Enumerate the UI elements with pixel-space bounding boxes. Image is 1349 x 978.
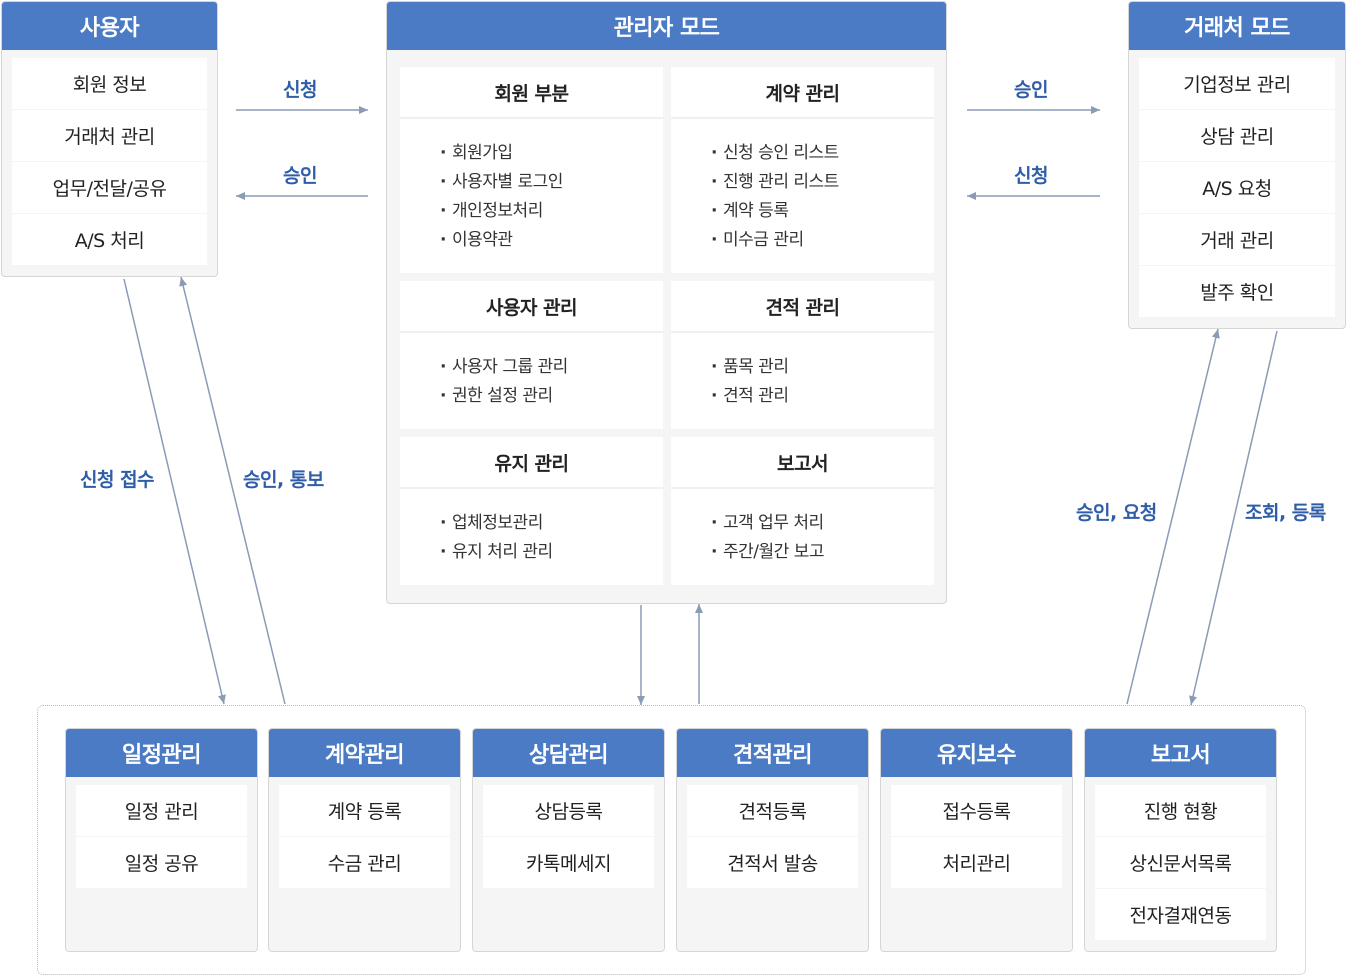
- section-item: 이용약관: [440, 226, 663, 255]
- label-admin-to-user: 승인: [283, 165, 317, 187]
- user-item: 업무/전달/공유: [12, 162, 207, 213]
- vendor-item: 상담 관리: [1139, 110, 1335, 161]
- label-vendor-up: 승인, 요청: [1076, 502, 1157, 524]
- module-title: 보고서: [1085, 729, 1276, 777]
- admin-section-maintenance: 유지 관리 업체정보관리 유지 처리 관리: [400, 437, 663, 585]
- section-title: 보고서: [671, 437, 934, 489]
- module-item: 상신문서목록: [1095, 837, 1266, 888]
- user-panel: 사용자 회원 정보 거래처 관리 업무/전달/공유 A/S 처리: [1, 1, 218, 277]
- label-vendor-down: 조회, 등록: [1245, 502, 1326, 524]
- section-item: 유지 처리 관리: [440, 538, 663, 567]
- admin-panel: 관리자 모드 회원 부분 회원가입 사용자별 로그인 개인정보처리 이용약관 계…: [386, 1, 947, 604]
- arrow-vendor-down: [1189, 330, 1278, 706]
- arrow-vendor-up: [1126, 328, 1220, 705]
- module-item: 견적등록: [687, 785, 858, 836]
- section-title: 유지 관리: [400, 437, 663, 489]
- module-estimate: 견적관리 견적등록 견적서 발송: [676, 728, 869, 952]
- label-user-down: 신청 접수: [80, 469, 155, 491]
- section-item: 사용자별 로그인: [440, 168, 663, 197]
- module-item: 진행 현황: [1095, 785, 1266, 836]
- section-item: 권한 설정 관리: [440, 382, 663, 411]
- arrow-user-up: [179, 276, 286, 705]
- section-title: 계약 관리: [671, 67, 934, 119]
- module-item: 접수등록: [891, 785, 1062, 836]
- module-item: 견적서 발송: [687, 837, 858, 888]
- module-report: 보고서 진행 현황 상신문서목록 전자결재연동: [1084, 728, 1277, 952]
- module-item: 일정 관리: [76, 785, 247, 836]
- user-item: A/S 처리: [12, 214, 207, 265]
- module-item: 수금 관리: [279, 837, 450, 888]
- module-consult: 상담관리 상담등록 카톡메세지: [472, 728, 665, 952]
- vendor-item: 발주 확인: [1139, 266, 1335, 317]
- module-title: 계약관리: [269, 729, 460, 777]
- section-item: 계약 등록: [711, 197, 934, 226]
- admin-section-report: 보고서 고객 업무 처리 주간/월간 보고: [671, 437, 934, 585]
- section-title: 견적 관리: [671, 281, 934, 333]
- module-title: 일정관리: [66, 729, 257, 777]
- section-item: 진행 관리 리스트: [711, 168, 934, 197]
- section-item: 신청 승인 리스트: [711, 139, 934, 168]
- label-admin-to-vendor: 신청: [1014, 165, 1048, 187]
- vendor-panel-title: 거래처 모드: [1129, 2, 1345, 50]
- section-item: 고객 업무 처리: [711, 509, 934, 538]
- admin-panel-title: 관리자 모드: [387, 2, 946, 50]
- admin-section-contract: 계약 관리 신청 승인 리스트 진행 관리 리스트 계약 등록 미수금 관리: [671, 67, 934, 273]
- module-item: 처리관리: [891, 837, 1062, 888]
- module-group: [37, 705, 1306, 975]
- section-item: 업체정보관리: [440, 509, 663, 538]
- vendor-item: 거래 관리: [1139, 214, 1335, 265]
- user-item: 회원 정보: [12, 58, 207, 109]
- admin-section-member: 회원 부분 회원가입 사용자별 로그인 개인정보처리 이용약관: [400, 67, 663, 273]
- module-schedule: 일정관리 일정 관리 일정 공유: [65, 728, 258, 952]
- module-title: 유지보수: [881, 729, 1072, 777]
- label-user-up: 승인, 통보: [243, 469, 324, 491]
- module-maintenance: 유지보수 접수등록 처리관리: [880, 728, 1073, 952]
- vendor-item: 기업정보 관리: [1139, 58, 1335, 109]
- arrow-user-down: [123, 278, 226, 705]
- section-item: 회원가입: [440, 139, 663, 168]
- label-user-to-admin: 신청: [283, 79, 317, 101]
- admin-section-user-mgmt: 사용자 관리 사용자 그룹 관리 권한 설정 관리: [400, 281, 663, 429]
- module-item: 계약 등록: [279, 785, 450, 836]
- vendor-panel: 거래처 모드 기업정보 관리 상담 관리 A/S 요청 거래 관리 발주 확인: [1128, 1, 1346, 329]
- module-item: 상담등록: [483, 785, 654, 836]
- section-item: 품목 관리: [711, 353, 934, 382]
- module-item: 일정 공유: [76, 837, 247, 888]
- section-item: 견적 관리: [711, 382, 934, 411]
- module-item: 카톡메세지: [483, 837, 654, 888]
- admin-section-estimate: 견적 관리 품목 관리 견적 관리: [671, 281, 934, 429]
- section-title: 회원 부분: [400, 67, 663, 119]
- section-item: 주간/월간 보고: [711, 538, 934, 567]
- label-vendor-to-admin: 승인: [1014, 79, 1048, 101]
- module-title: 견적관리: [677, 729, 868, 777]
- section-item: 사용자 그룹 관리: [440, 353, 663, 382]
- module-title: 상담관리: [473, 729, 664, 777]
- module-contract: 계약관리 계약 등록 수금 관리: [268, 728, 461, 952]
- module-item: 전자결재연동: [1095, 889, 1266, 940]
- section-item: 개인정보처리: [440, 197, 663, 226]
- user-panel-title: 사용자: [2, 2, 217, 50]
- section-title: 사용자 관리: [400, 281, 663, 333]
- vendor-item: A/S 요청: [1139, 162, 1335, 213]
- section-item: 미수금 관리: [711, 226, 934, 255]
- user-item: 거래처 관리: [12, 110, 207, 161]
